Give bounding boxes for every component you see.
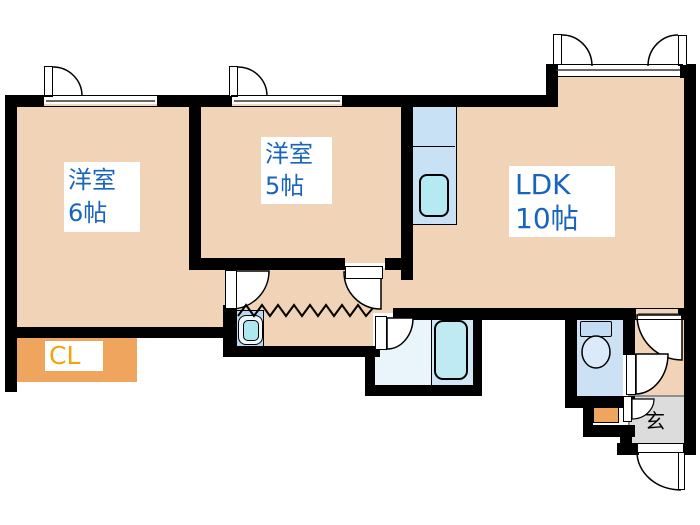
wall-ldk-bottom-east xyxy=(678,308,686,320)
bathtub xyxy=(434,320,468,380)
toilet-door-panel xyxy=(626,354,636,395)
bathroom-door-swing xyxy=(386,317,414,350)
wall-toilet-right xyxy=(623,308,635,355)
toilet-bowl xyxy=(581,335,611,369)
room-label-bedroom-6: 洋室 6帖 xyxy=(64,162,140,232)
room-label-bedroom-5: 洋室 5帖 xyxy=(261,137,332,204)
ldk-casement-left-arc xyxy=(561,34,593,67)
kitchen-sink xyxy=(419,174,449,217)
wall-washroom-stub xyxy=(223,305,237,352)
bedroom6-casement-arc xyxy=(52,66,83,97)
corridor-sliding-door xyxy=(635,308,682,320)
ldk-casement-left-panel xyxy=(553,34,562,65)
ldk-balcony-window xyxy=(553,64,683,77)
closet-label-text: CL xyxy=(49,341,81,370)
bedroom6-name: 洋室 xyxy=(68,166,116,194)
bedroom6-size: 6帖 xyxy=(68,199,108,227)
ldk-casement-right-panel xyxy=(678,35,687,66)
entrance-label-text: 玄 xyxy=(645,409,665,433)
bedroom5-name: 洋室 xyxy=(265,140,313,168)
ldk-casement-right-arc xyxy=(647,34,679,67)
wall-right xyxy=(684,64,696,455)
room-ldk-upper-floor xyxy=(552,77,684,107)
wall-left xyxy=(5,95,17,392)
wall-top-3 xyxy=(343,95,558,107)
wall-divider-6-5 xyxy=(189,95,201,258)
bedroom5-size: 5帖 xyxy=(265,172,305,200)
bedroom5-casement-panel xyxy=(229,66,238,97)
wall-entrance-bottom xyxy=(617,443,639,455)
bathroom-door-panel xyxy=(375,316,387,350)
accordion-partition xyxy=(237,303,374,318)
room-label-ldk: LDK 10帖 xyxy=(509,166,615,237)
wall-bath-left xyxy=(365,346,375,396)
entrance-door-panel xyxy=(678,452,685,490)
entrance-door-arc xyxy=(636,451,682,491)
bedroom5-casement-arc xyxy=(237,66,268,97)
wall-toilet-bottom xyxy=(565,396,635,408)
bedroom5-door-panel xyxy=(345,266,383,279)
ldk-name: LDK xyxy=(515,168,571,201)
wall-bedroom6-bottom xyxy=(5,327,237,338)
wall-washroom-bottom xyxy=(223,346,380,357)
entrance-label: 玄 xyxy=(645,409,669,433)
wall-shoe-nook-left xyxy=(583,398,593,437)
ldk-size: 10帖 xyxy=(515,202,579,235)
bedroom5-window xyxy=(231,95,343,107)
toilet-door-swing xyxy=(635,353,669,395)
wall-bedroom5-bottom-west xyxy=(189,258,345,270)
wall-bath-right xyxy=(473,308,482,396)
wall-bath-bottom xyxy=(365,385,482,396)
bedroom6-casement-panel xyxy=(44,66,53,97)
bedroom6-door-panel xyxy=(225,270,237,309)
wall-step xyxy=(546,64,558,107)
entrance-inner-door-swing xyxy=(631,398,655,420)
kitchen-counter-divider xyxy=(412,107,455,147)
bedroom5-door-swing xyxy=(343,271,382,310)
closet-label: CL xyxy=(45,341,103,371)
entrance-inner-door-panel xyxy=(623,396,632,422)
bedroom6-window xyxy=(43,95,158,107)
entrance-threshold xyxy=(637,443,684,453)
washbasin-bowl-inner xyxy=(243,320,259,341)
wall-toilet-left xyxy=(565,308,577,408)
wall-divider-5-ldk xyxy=(401,95,413,280)
